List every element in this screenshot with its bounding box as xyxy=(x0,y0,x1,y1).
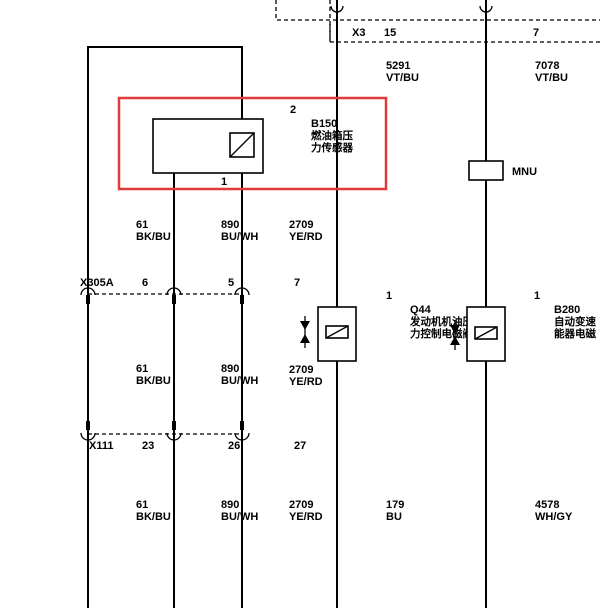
row1-circuit-61-color: BK/BU xyxy=(136,231,171,243)
x305a-label: X305A xyxy=(80,277,114,289)
row3-circuit-61-color: BK/BU xyxy=(136,511,171,523)
row2-circuit-2709: 2709 xyxy=(289,364,313,376)
x305a-connector xyxy=(80,287,250,304)
x305a-pin-5: 5 xyxy=(228,277,234,289)
sensor-ref: B150 xyxy=(311,118,337,130)
x3-connector-label: X3 xyxy=(352,27,365,39)
row1-circuit-2709: 2709 xyxy=(289,219,313,231)
top-circuit-7078-color: VT/BU xyxy=(535,72,568,84)
x305a-pin-7: 7 xyxy=(294,277,300,289)
q44-pin: 1 xyxy=(386,290,392,302)
x111-connector xyxy=(80,421,250,441)
row3-circuit-61: 61 xyxy=(136,499,148,511)
b280-solenoid xyxy=(450,306,506,362)
q44-name-line2: 力控制电磁阀 xyxy=(410,327,473,340)
b280-name-line2: 能器电磁 xyxy=(554,327,596,340)
adjust-arrow-icon xyxy=(450,320,460,350)
row3-circuit-4578-color: WH/GY xyxy=(535,511,573,523)
row3-circuit-179: 179 xyxy=(386,499,404,511)
row3-circuit-2709-color: YE/RD xyxy=(289,511,323,523)
sensor-name-line1: 燃油箱压 xyxy=(311,129,353,142)
sensor-name-line2: 力传感器 xyxy=(311,141,353,154)
x3-pin-15: 15 xyxy=(384,27,396,39)
row2-circuit-890: 890 xyxy=(221,363,239,375)
x111-pin-27: 27 xyxy=(294,440,306,452)
b280-pin: 1 xyxy=(534,290,540,302)
mnu-block xyxy=(468,160,504,181)
row2-circuit-890-color: BU/WH xyxy=(221,375,258,387)
row2-circuit-61: 61 xyxy=(136,363,148,375)
row3-circuit-2709: 2709 xyxy=(289,499,313,511)
row2-circuit-61-color: BK/BU xyxy=(136,375,171,387)
q44-solenoid xyxy=(300,306,357,362)
sensor-highlight-box xyxy=(117,96,388,191)
top-circuit-5291: 5291 xyxy=(386,60,410,72)
mnu-label: MNU xyxy=(512,166,537,178)
row3-circuit-890-color: BU/WH xyxy=(221,511,258,523)
sensor-pin-2: 2 xyxy=(290,104,296,116)
top-circuit-5291-color: VT/BU xyxy=(386,72,419,84)
row1-circuit-61: 61 xyxy=(136,219,148,231)
b150-sensor xyxy=(152,118,264,174)
row3-circuit-179-color: BU xyxy=(386,511,402,523)
row3-circuit-4578: 4578 xyxy=(535,499,559,511)
x111-pin-23: 23 xyxy=(142,440,154,452)
b280-name-line1: 自动变速 xyxy=(554,315,596,328)
x111-pin-26: 26 xyxy=(228,440,240,452)
x3-pin-7: 7 xyxy=(533,27,539,39)
row2-circuit-2709-color: YE/RD xyxy=(289,376,323,388)
x111-label: X111 xyxy=(89,440,113,452)
x305a-pin-6: 6 xyxy=(142,277,148,289)
harness-outline-top xyxy=(275,0,600,43)
row3-circuit-890: 890 xyxy=(221,499,239,511)
q44-ref: Q44 xyxy=(410,304,432,316)
row1-circuit-890: 890 xyxy=(221,219,239,231)
sensor-pin-1: 1 xyxy=(221,176,227,188)
row1-circuit-2709-color: YE/RD xyxy=(289,231,323,243)
q44-name-line1: 发动机机油压 xyxy=(409,315,473,328)
wires xyxy=(87,0,487,608)
adjust-arrow-icon xyxy=(300,316,310,348)
top-circuit-7078: 7078 xyxy=(535,60,559,72)
b280-ref: B280 xyxy=(554,304,580,316)
row1-circuit-890-color: BU/WH xyxy=(221,231,258,243)
